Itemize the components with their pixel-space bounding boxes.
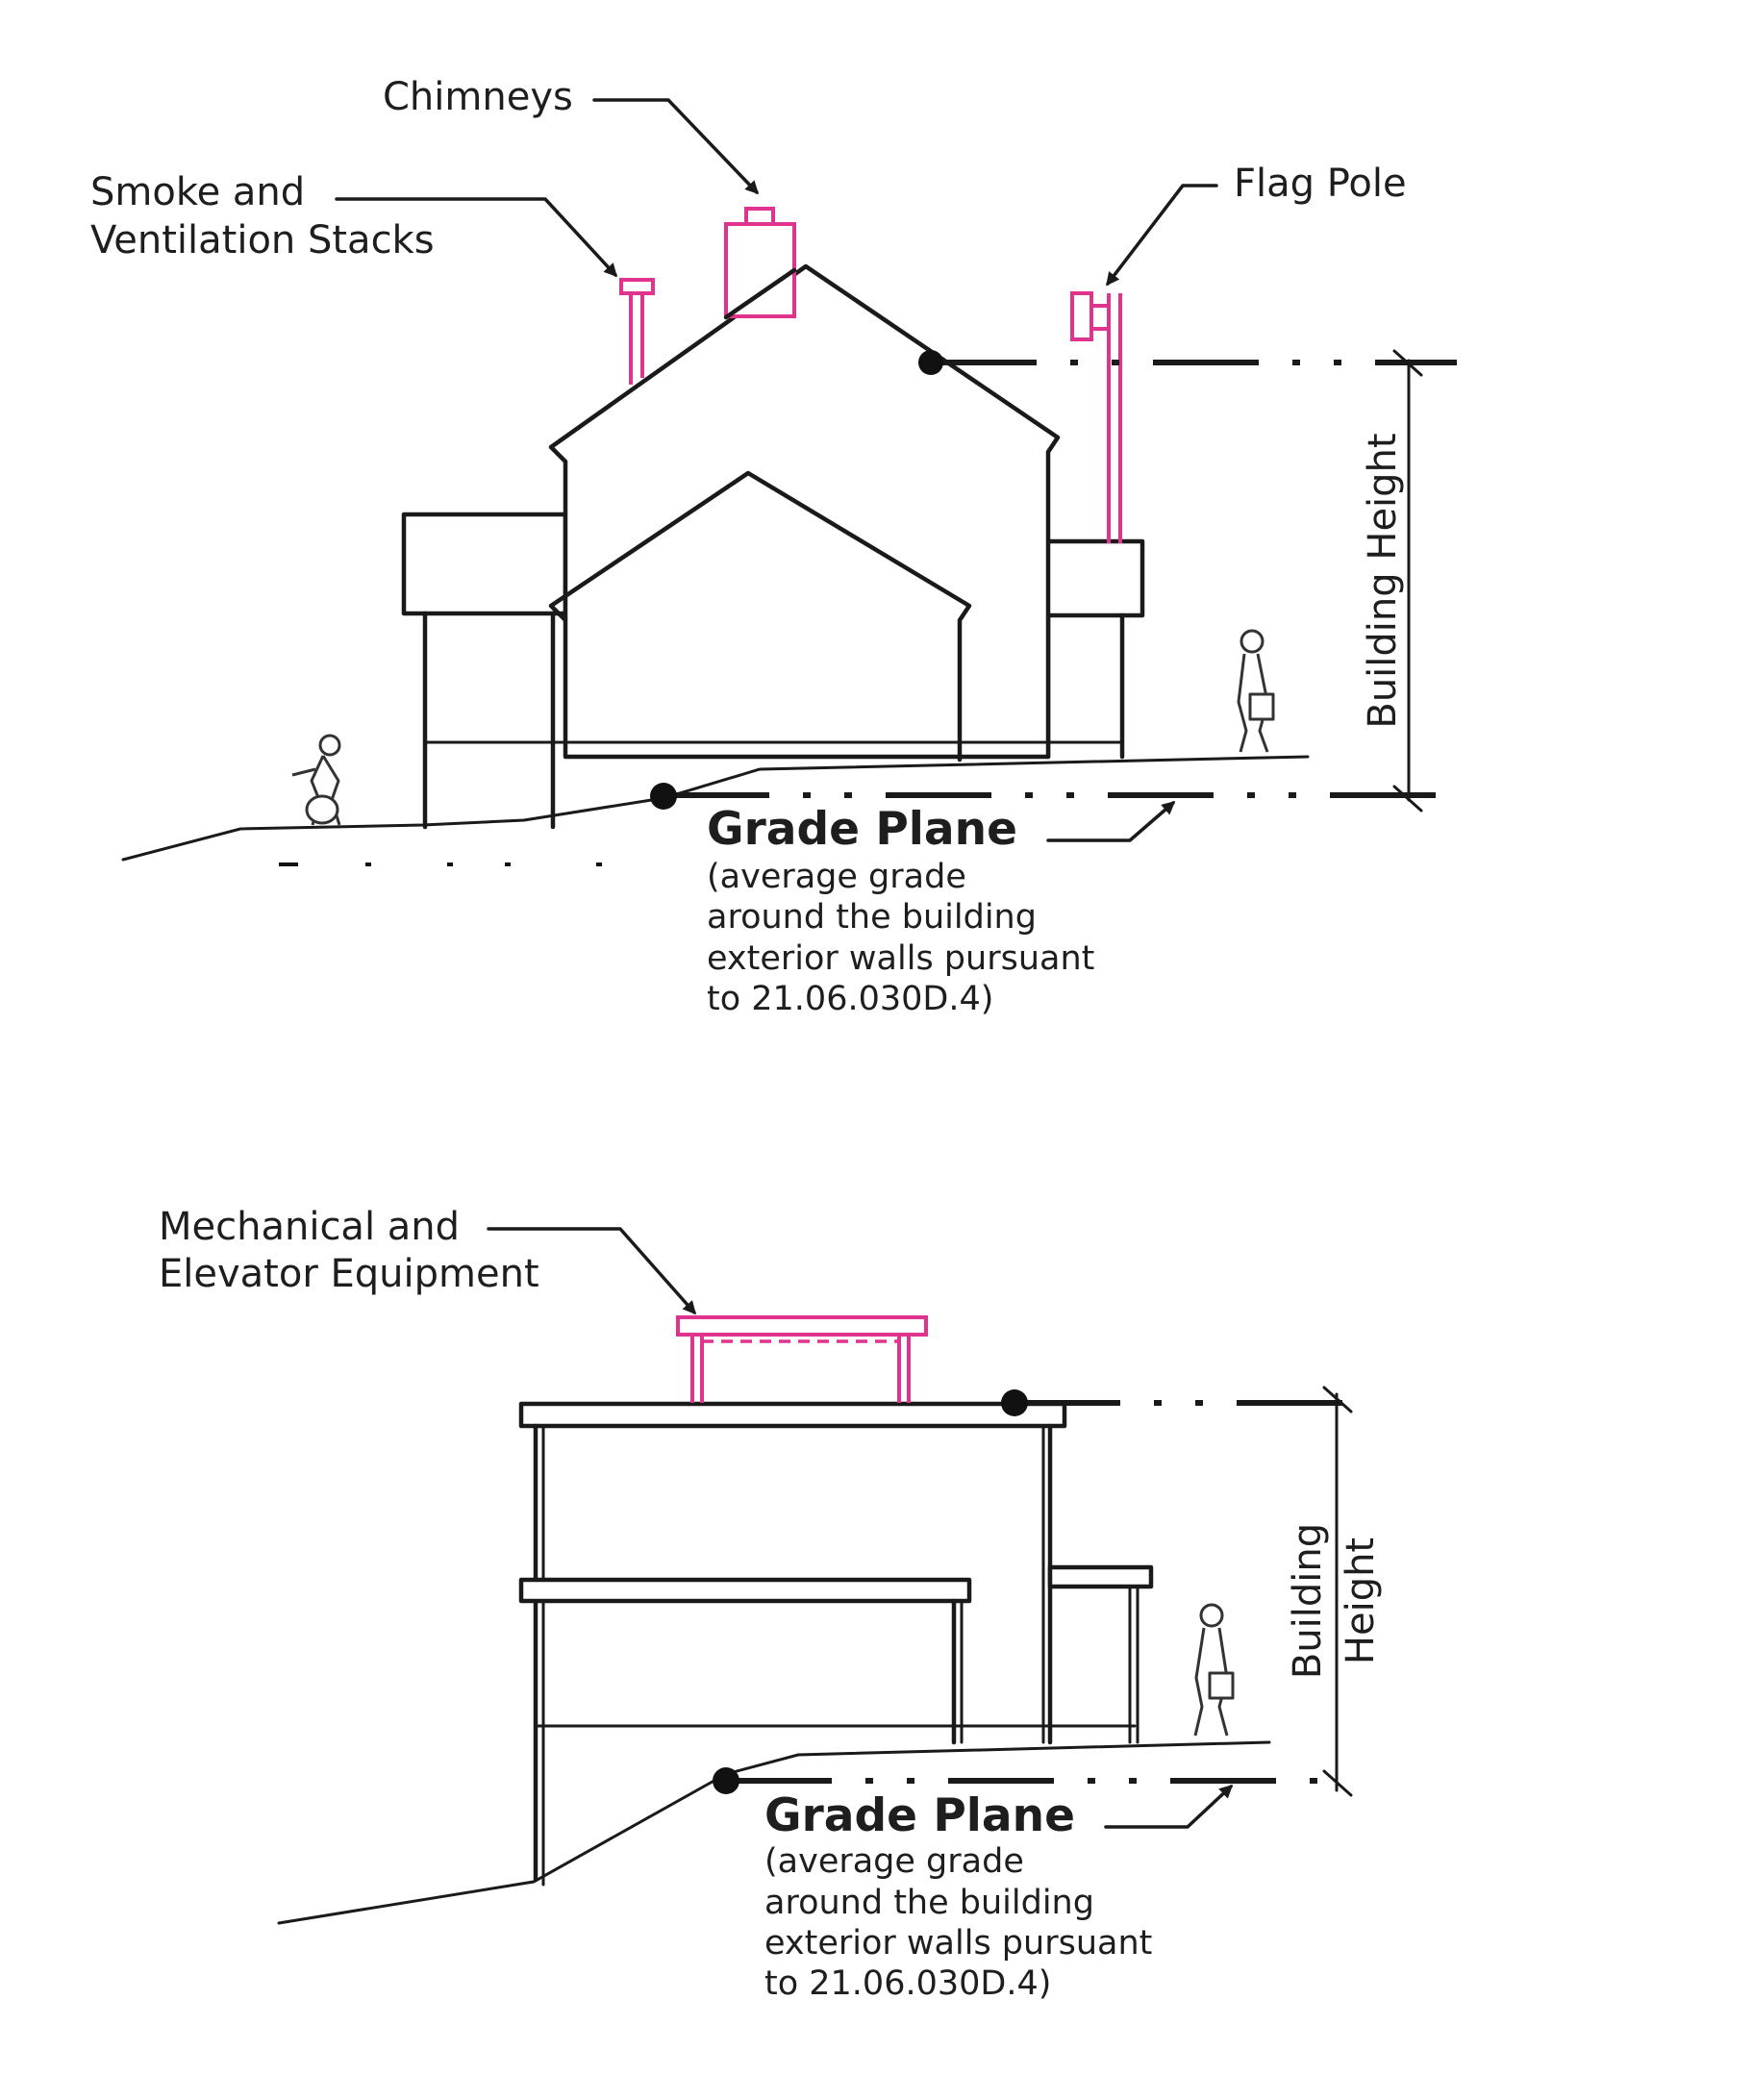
top-figure: Chimneys Smoke and Ventilation Stacks Fl…	[90, 75, 1457, 1018]
person-bottom	[1193, 1603, 1235, 1737]
top-grade-plane-line3: exterior walls pursuant	[707, 939, 1094, 978]
mech-equipment-leader	[487, 1227, 696, 1315]
smoke-stacks-leader	[335, 197, 618, 278]
bottom-right-wing	[1047, 1564, 1154, 1589]
flag-pole-leader	[1106, 184, 1218, 287]
top-main-gable	[548, 263, 1061, 760]
top-grade-plane-line2: around the building	[707, 898, 1037, 937]
bottom-roof-point	[1001, 1389, 1028, 1416]
person-left	[291, 734, 341, 826]
top-grade-plane-title: Grade Plane	[707, 803, 1017, 856]
top-right-wing	[1043, 538, 1145, 760]
top-inner-gable	[548, 470, 972, 762]
bottom-grade-plane-title: Grade Plane	[764, 1789, 1075, 1842]
bottom-grade-plane-leader	[1104, 1784, 1234, 1829]
top-grade-point	[650, 783, 677, 810]
smoke-ventilation-stack	[619, 278, 655, 385]
smoke-stacks-label-line1: Smoke and	[90, 170, 305, 214]
chimneys-label: Chimneys	[383, 75, 573, 119]
chimney	[723, 207, 797, 320]
bottom-building-height-label-line1: Building	[1286, 1523, 1330, 1679]
top-roof-point	[918, 350, 943, 375]
bottom-figure: Mechanical and Elevator Equipment Buildi…	[159, 1205, 1383, 2003]
smoke-stacks-label-line2: Ventilation Stacks	[90, 218, 435, 262]
top-grade-plane-leader	[1046, 801, 1176, 842]
bottom-grade-plane-line3: exterior walls pursuant	[764, 1924, 1152, 1962]
top-left-wing	[401, 512, 568, 830]
top-grade-plane-line4: to 21.06.030D.4)	[707, 980, 993, 1018]
bottom-grade-plane-line2: around the building	[764, 1884, 1094, 1922]
bottom-grade-plane-line4: to 21.06.030D.4)	[764, 1964, 1051, 2003]
mech-equipment-label-line1: Mechanical and	[159, 1205, 460, 1249]
flag-pole	[1070, 291, 1122, 543]
bottom-roof-slab	[518, 1401, 1067, 1429]
chimneys-leader	[592, 98, 760, 195]
flag-pole-label: Flag Pole	[1234, 162, 1407, 206]
top-ground-line	[121, 755, 1310, 862]
person-right	[1237, 629, 1275, 753]
mech-equipment-label-line2: Elevator Equipment	[159, 1252, 539, 1296]
bottom-middle-ledge	[518, 1577, 972, 1604]
mechanical-elevator-equipment	[676, 1315, 928, 1403]
bottom-grade-plane-line1: (average grade	[764, 1842, 1024, 1881]
top-grade-plane-line1: (average grade	[707, 858, 966, 896]
bottom-grade-point	[713, 1767, 739, 1794]
top-lower-dots	[279, 862, 602, 866]
bottom-building-height-label-line2: Height	[1339, 1538, 1383, 1664]
top-building-height-label: Building Height	[1361, 433, 1405, 728]
